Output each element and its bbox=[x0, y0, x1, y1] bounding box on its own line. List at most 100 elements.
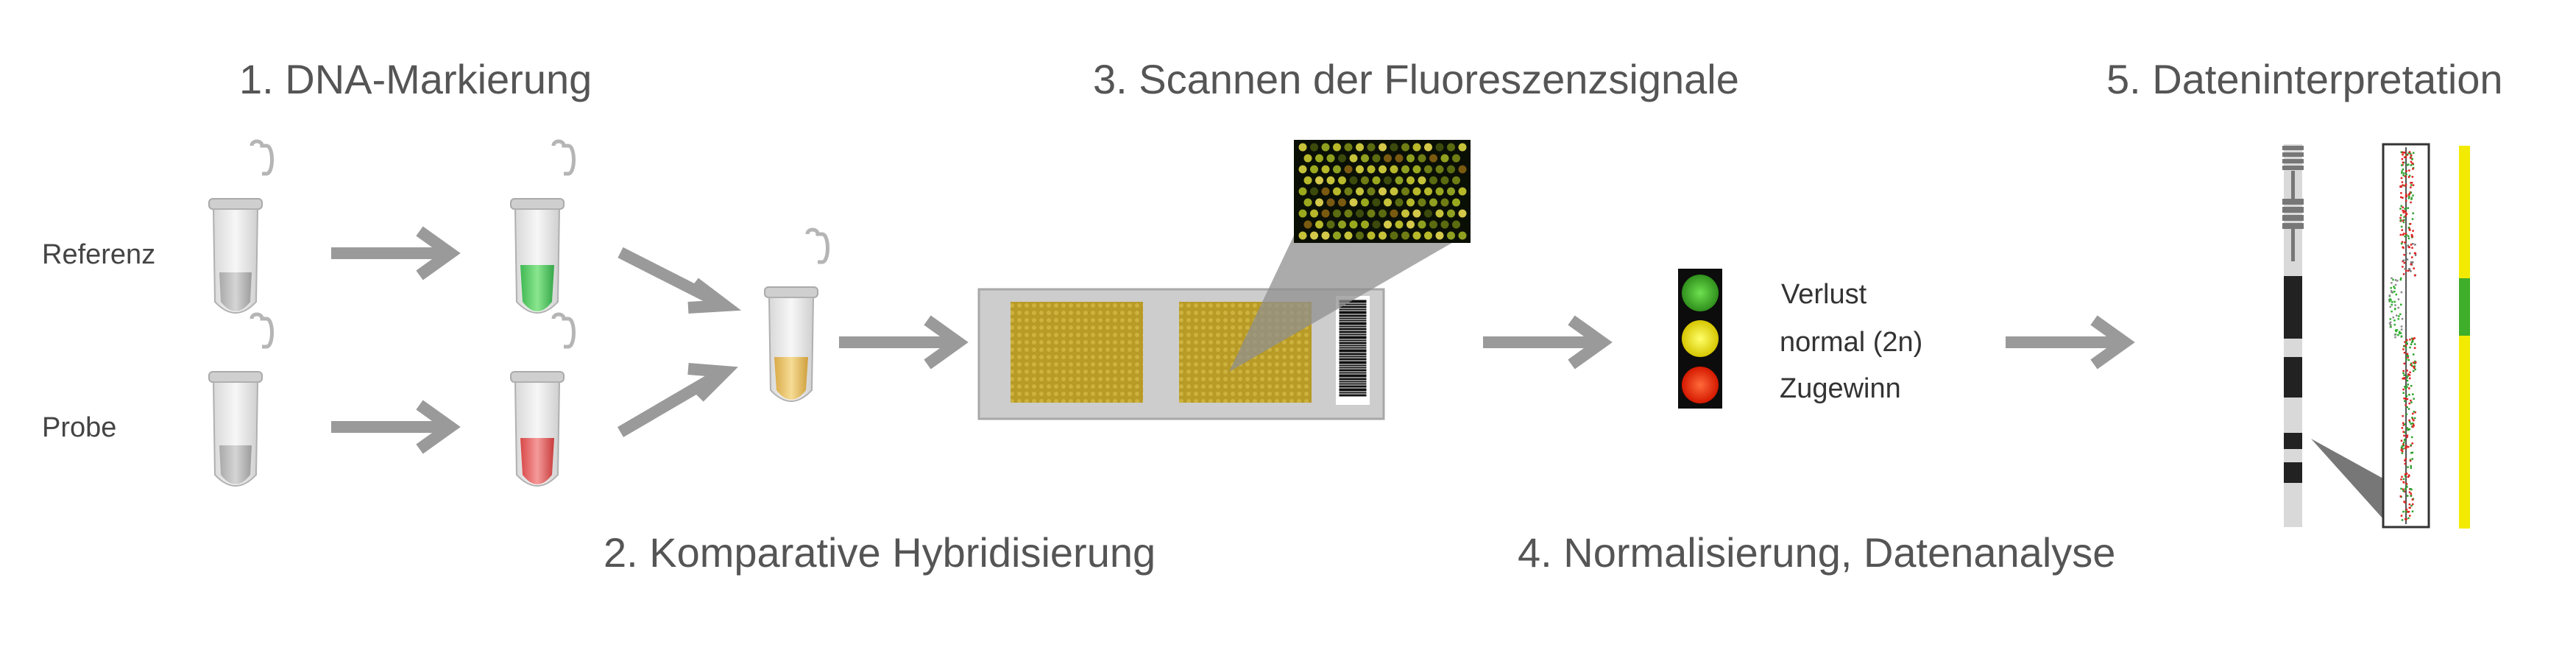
profile-data-point bbox=[2391, 277, 2393, 280]
barcode-bar bbox=[1339, 361, 1367, 364]
profile-data-point bbox=[2394, 336, 2396, 339]
profile-data-point bbox=[2411, 498, 2414, 501]
profile-data-point bbox=[2403, 253, 2405, 256]
array-spot bbox=[1321, 231, 1330, 240]
profile-data-point bbox=[2402, 153, 2404, 156]
profile-data-point bbox=[2405, 199, 2407, 202]
profile-data-point bbox=[2401, 170, 2403, 172]
array-spot bbox=[1361, 176, 1369, 185]
tube-mixed-sample bbox=[764, 227, 829, 402]
array-spot bbox=[1401, 231, 1409, 240]
profile-data-point bbox=[2412, 184, 2415, 186]
profile-data-point bbox=[2410, 452, 2413, 454]
profile-data-point bbox=[2414, 411, 2416, 414]
reference-label: Referenz bbox=[42, 239, 155, 270]
profile-data-point bbox=[2405, 341, 2407, 344]
step-1-title: 1. DNA-Markierung bbox=[239, 56, 592, 102]
profile-data-point bbox=[2413, 274, 2416, 277]
profile-data-point bbox=[2403, 210, 2406, 213]
profile-data-point bbox=[2402, 370, 2405, 372]
profile-data-point bbox=[2411, 458, 2414, 460]
tube-reference-unlabeled bbox=[208, 139, 274, 314]
array-spot bbox=[1303, 176, 1312, 185]
profile-data-point bbox=[2396, 280, 2399, 282]
profile-data-point bbox=[2400, 487, 2402, 490]
profile-data-point bbox=[2403, 152, 2406, 154]
profile-data-point bbox=[2393, 319, 2396, 322]
profile-data-point bbox=[2410, 201, 2412, 204]
profile-data-point bbox=[2408, 419, 2410, 422]
profile-data-point bbox=[2412, 230, 2414, 232]
array-spot bbox=[1429, 176, 1437, 185]
profile-data-point bbox=[2413, 367, 2416, 370]
array-spot bbox=[1298, 143, 1307, 152]
profile-data-point bbox=[2402, 478, 2405, 481]
barcode-bar bbox=[1339, 388, 1367, 392]
profile-data-point bbox=[2401, 164, 2403, 166]
profile-data-point bbox=[2402, 377, 2404, 380]
profile-data-point bbox=[2405, 233, 2407, 236]
profile-data-point bbox=[2405, 243, 2407, 245]
array-spot bbox=[1303, 220, 1312, 229]
profile-data-point bbox=[2405, 473, 2408, 475]
log-ratio-profile bbox=[2382, 143, 2430, 529]
array-spot bbox=[1349, 176, 1358, 185]
array-spot bbox=[1390, 209, 1398, 218]
profile-data-point bbox=[2405, 413, 2408, 416]
profile-data-point bbox=[2407, 466, 2409, 468]
profile-data-point bbox=[2402, 481, 2405, 484]
profile-data-point bbox=[2394, 283, 2397, 286]
profile-data-point bbox=[2406, 339, 2408, 342]
profile-data-point bbox=[2405, 213, 2408, 216]
profile-data-point bbox=[2410, 384, 2413, 387]
profile-data-point bbox=[2399, 277, 2402, 280]
array-spot bbox=[1372, 220, 1381, 229]
profile-data-point bbox=[2400, 325, 2403, 328]
profile-data-point bbox=[2410, 182, 2413, 184]
arrow-scan-to-analysis bbox=[1483, 315, 1613, 370]
array-spot bbox=[1367, 187, 1376, 196]
profile-data-point bbox=[2401, 452, 2404, 454]
array-spot bbox=[1349, 220, 1358, 229]
array-spot bbox=[1458, 209, 1467, 218]
array-spot bbox=[1379, 187, 1387, 196]
profile-data-point bbox=[2405, 517, 2407, 520]
step-5-title: 5. Dateninterpretation bbox=[2106, 56, 2503, 102]
profile-data-point bbox=[2413, 419, 2415, 422]
profile-data-point bbox=[2408, 192, 2411, 195]
profile-data-point bbox=[2409, 157, 2412, 159]
profile-data-point bbox=[2402, 259, 2405, 262]
profile-data-point bbox=[2402, 431, 2405, 433]
barcode-bar bbox=[1339, 385, 1367, 388]
array-spot bbox=[1344, 165, 1353, 174]
profile-data-point bbox=[2412, 194, 2414, 197]
profile-data-point bbox=[2391, 291, 2393, 294]
profile-data-point bbox=[2410, 198, 2413, 200]
array-spot bbox=[1418, 198, 1426, 207]
profile-data-point bbox=[2398, 315, 2400, 317]
array-spot bbox=[1372, 176, 1381, 185]
barcode-bar bbox=[1339, 374, 1367, 378]
profile-data-point bbox=[2411, 218, 2414, 220]
profile-data-point bbox=[2402, 422, 2405, 425]
profile-data-point bbox=[2408, 402, 2410, 405]
region-zoom-wedge bbox=[2311, 439, 2383, 519]
profile-data-point bbox=[2404, 473, 2407, 476]
profile-data-point bbox=[2410, 186, 2412, 188]
profile-data-point bbox=[2400, 291, 2403, 294]
profile-data-point bbox=[2410, 182, 2412, 184]
profile-data-point bbox=[2388, 322, 2391, 325]
profile-data-point bbox=[2408, 503, 2411, 506]
profile-data-point bbox=[2395, 293, 2398, 296]
profile-data-point bbox=[2399, 233, 2402, 236]
profile-data-point bbox=[2410, 444, 2413, 447]
profile-data-point bbox=[2412, 361, 2415, 364]
profile-data-point bbox=[2400, 328, 2403, 331]
barcode-bar bbox=[1339, 314, 1367, 317]
array-spot bbox=[1356, 165, 1364, 174]
array-spot bbox=[1406, 176, 1415, 185]
array-spot bbox=[1429, 154, 1437, 163]
profile-data-point bbox=[2406, 427, 2408, 429]
array-spot bbox=[1321, 143, 1330, 152]
profile-data-point bbox=[2400, 196, 2402, 199]
